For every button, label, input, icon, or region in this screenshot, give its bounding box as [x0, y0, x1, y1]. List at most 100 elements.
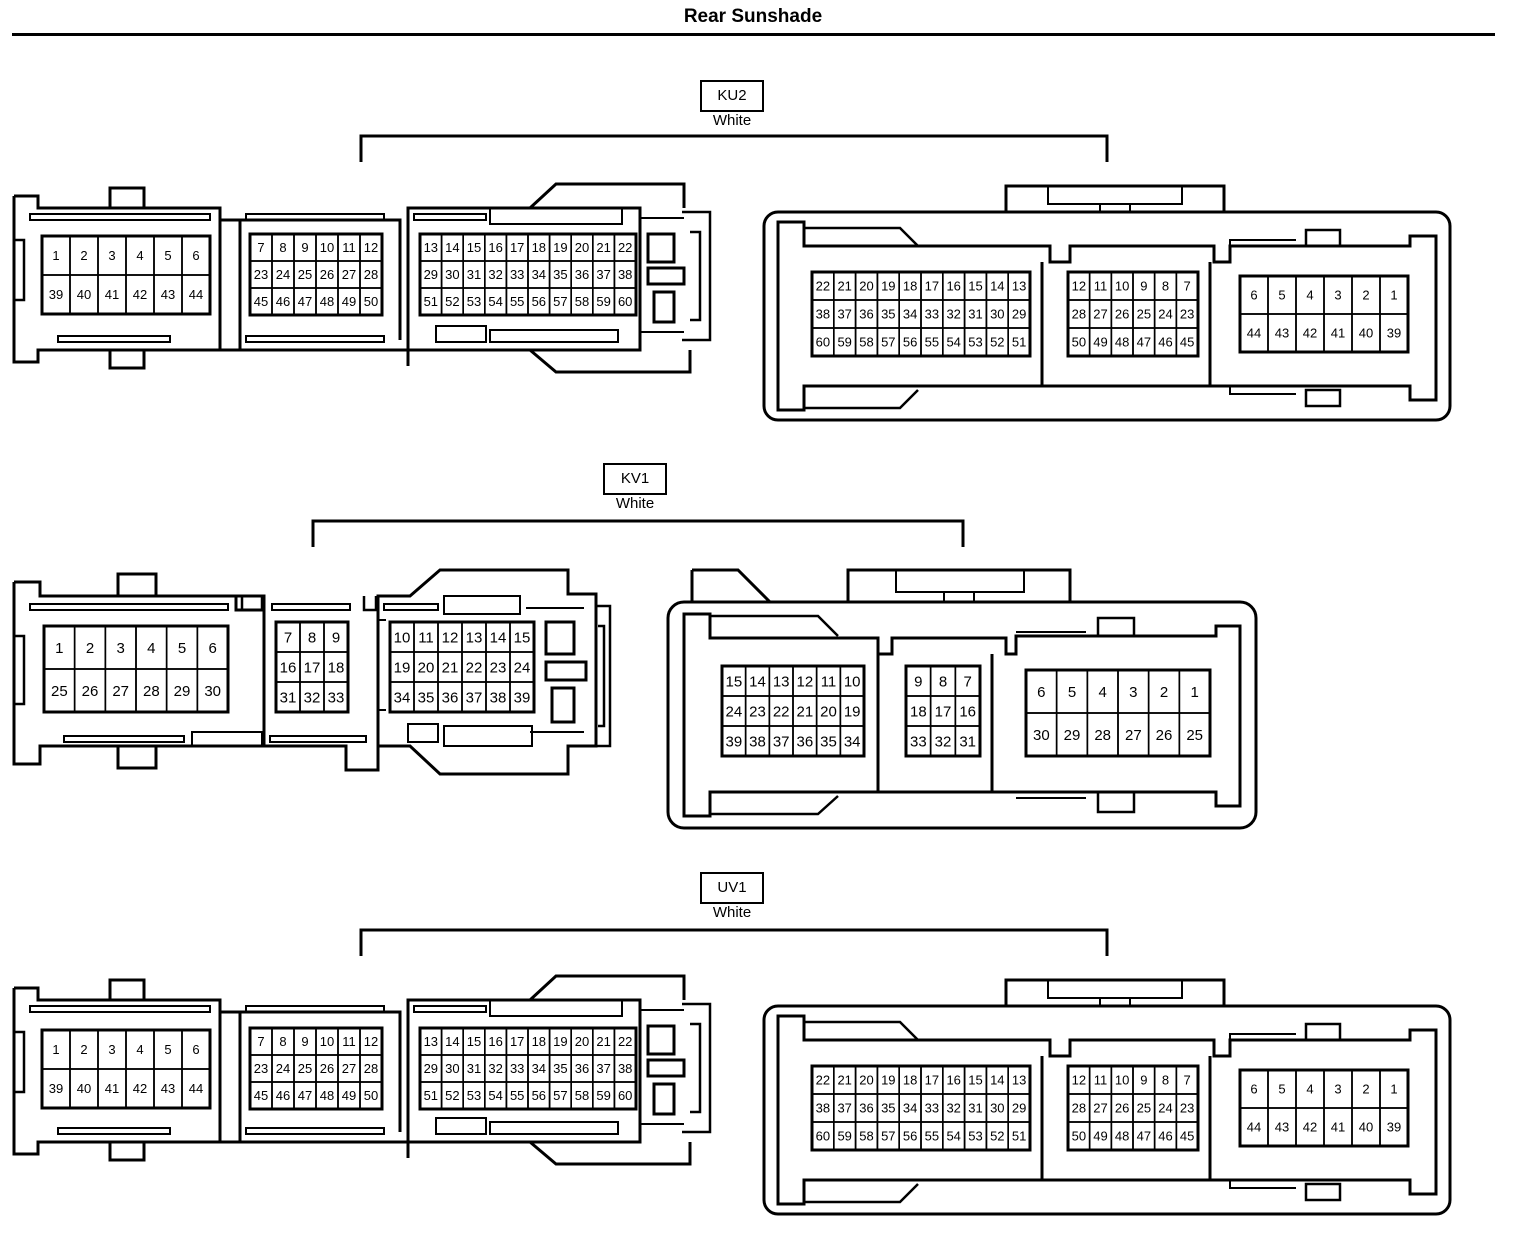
housing-outline [1229, 1180, 1296, 1189]
terminal-number: 4 [1306, 1082, 1313, 1097]
terminal-number: 5 [1278, 1082, 1285, 1097]
terminal-number: 26 [320, 1061, 334, 1076]
terminal-number: 28 [1094, 727, 1111, 744]
terminal-number: 12 [1072, 279, 1086, 294]
terminal-number: 28 [364, 267, 378, 282]
terminal-number: 4 [147, 640, 155, 657]
terminal-number: 34 [903, 307, 917, 322]
terminal-number: 17 [925, 279, 939, 294]
terminal-number: 16 [946, 1073, 960, 1088]
terminal-number: 59 [837, 335, 851, 350]
terminal-number: 36 [859, 307, 873, 322]
terminal-number: 20 [859, 279, 873, 294]
housing-part [1304, 1182, 1342, 1202]
terminal-number: 24 [1158, 307, 1172, 322]
terminal-number: 23 [1180, 307, 1194, 322]
terminal-number: 56 [903, 335, 917, 350]
housing-part [544, 620, 576, 656]
housing-part [646, 266, 686, 286]
terminal-number: 30 [445, 267, 459, 282]
terminal-number: 16 [488, 240, 502, 255]
terminal-number: 13 [1012, 1073, 1026, 1088]
terminal-number: 30 [990, 307, 1004, 322]
terminal-number: 6 [208, 640, 216, 657]
housing-outline [876, 654, 994, 792]
housing-part [407, 723, 439, 743]
terminal-number: 31 [467, 1061, 481, 1076]
terminal-number: 21 [837, 1073, 851, 1088]
terminal-number: 41 [105, 1081, 119, 1096]
connector-code-label: UV1 [700, 872, 764, 904]
housing-part [29, 1005, 211, 1013]
terminal-number: 51 [1012, 335, 1026, 350]
housing-part [646, 232, 676, 264]
terminal-number: 13 [424, 240, 438, 255]
terminal-number: 48 [1115, 1129, 1129, 1144]
housing-part [269, 735, 367, 743]
terminal-number: 53 [968, 335, 982, 350]
terminal-number: 14 [445, 1034, 459, 1049]
terminal-number: 1 [1190, 684, 1198, 701]
terminal-number: 23 [1180, 1101, 1194, 1116]
terminal-number: 50 [1072, 335, 1086, 350]
terminal-number: 45 [254, 294, 268, 309]
terminal-number: 36 [575, 267, 589, 282]
housing-part [1004, 184, 1226, 214]
housing-part [550, 686, 576, 724]
housing-part [544, 660, 588, 682]
terminal-number: 38 [618, 1061, 632, 1076]
terminal-number: 10 [1115, 1073, 1129, 1088]
housing-outline [1229, 239, 1296, 246]
terminal-number: 53 [467, 294, 481, 309]
terminal-number: 54 [488, 294, 502, 309]
terminal-number: 42 [133, 287, 147, 302]
terminal-number: 60 [618, 1088, 632, 1103]
connector-bracket [359, 928, 1109, 956]
housing-outline [14, 986, 642, 1144]
terminal-number: 29 [424, 1061, 438, 1076]
housing-outline [682, 210, 712, 342]
terminal-number: 1 [1390, 1082, 1397, 1097]
housing-part [245, 335, 385, 343]
terminal-number: 27 [1125, 727, 1142, 744]
terminal-number: 26 [1115, 1101, 1129, 1116]
terminal-number: 59 [596, 1088, 610, 1103]
terminal-number: 10 [320, 240, 334, 255]
terminal-number: 49 [342, 294, 356, 309]
terminal-number: 5 [164, 248, 171, 263]
terminal-number: 4 [136, 1042, 143, 1057]
housing-outline [640, 217, 684, 333]
terminal-number: 32 [488, 1061, 502, 1076]
terminal-number: 59 [837, 1129, 851, 1144]
housing-part [895, 569, 1025, 593]
terminal-number: 49 [1093, 335, 1107, 350]
terminal-number: 36 [859, 1101, 873, 1116]
terminal-grid-border [720, 664, 866, 758]
terminal-number: 20 [859, 1073, 873, 1088]
terminal-number: 23 [749, 703, 766, 720]
housing-part [413, 213, 487, 221]
connector-code-label: KV1 [603, 463, 667, 495]
terminal-number: 55 [510, 1088, 524, 1103]
terminal-number: 38 [816, 307, 830, 322]
terminal-number: 24 [514, 659, 531, 676]
terminal-number: 9 [332, 629, 340, 646]
terminal-number: 20 [418, 659, 435, 676]
terminal-number: 4 [1098, 684, 1106, 701]
terminal-grid-border [248, 1026, 384, 1111]
housing-outline [596, 604, 612, 748]
terminal-number: 39 [49, 1081, 63, 1096]
terminal-number: 11 [821, 673, 837, 690]
terminal-number: 16 [488, 1034, 502, 1049]
housing-outline [14, 238, 26, 302]
terminal-number: 57 [553, 1088, 567, 1103]
terminal-number: 1 [52, 248, 59, 263]
terminal-grid-border [1066, 270, 1200, 358]
terminal-number: 60 [816, 1129, 830, 1144]
terminal-number: 58 [575, 294, 589, 309]
housing-part [646, 1024, 676, 1056]
terminal-number: 11 [1094, 279, 1108, 294]
